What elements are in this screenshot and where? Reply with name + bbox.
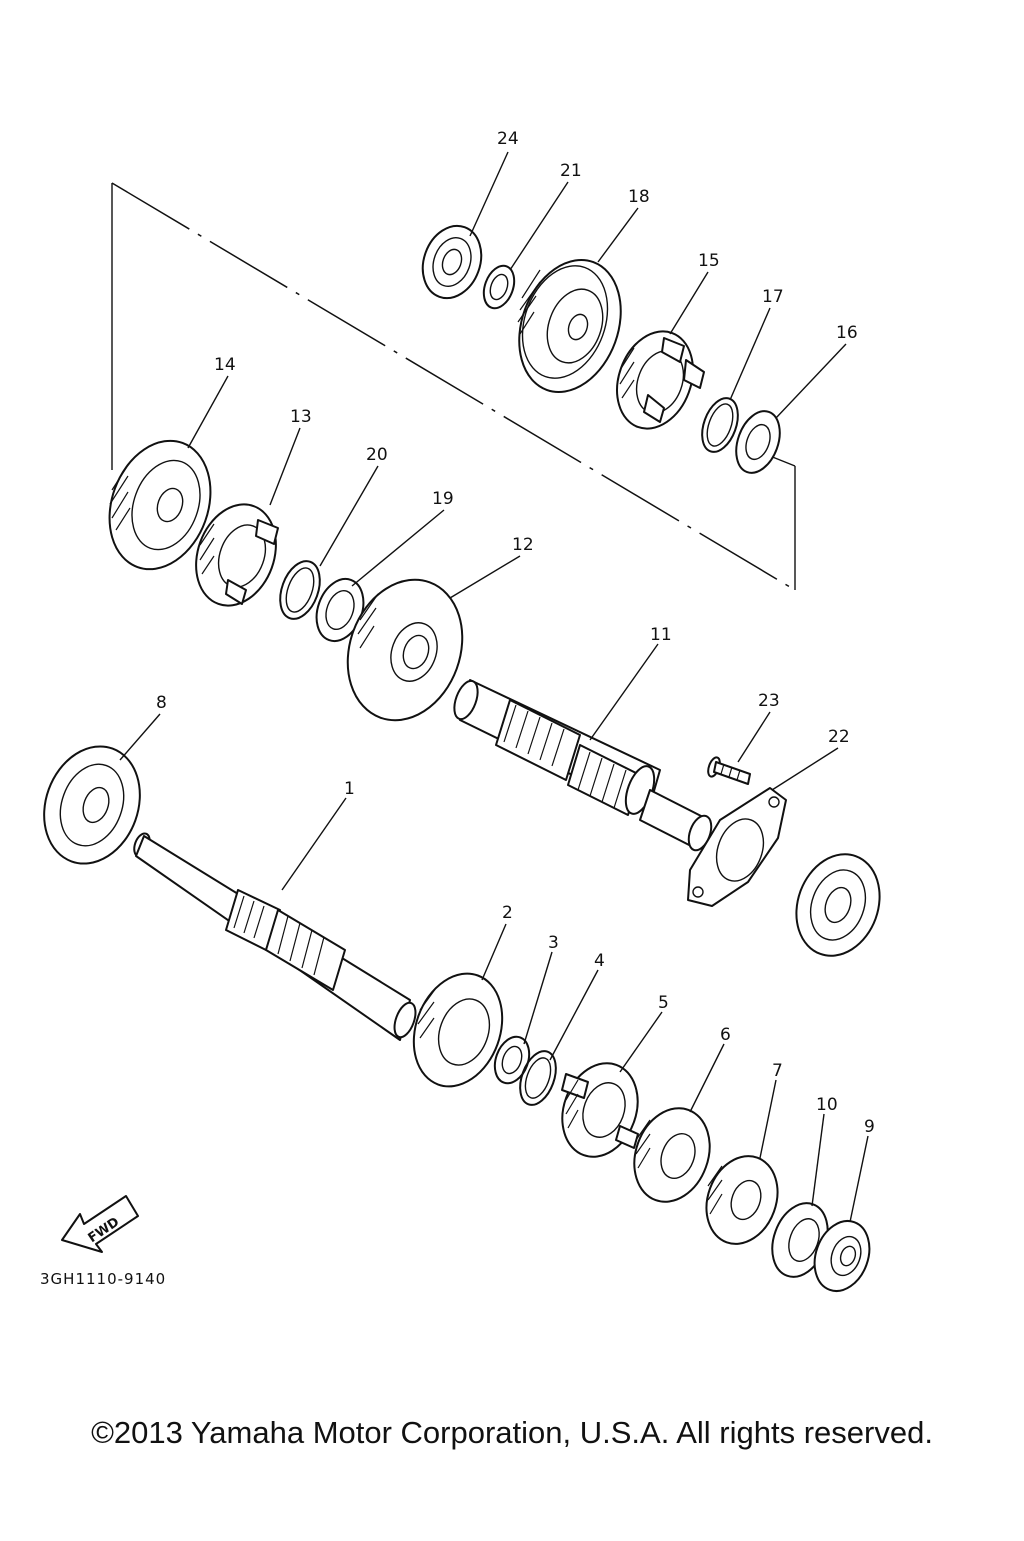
part-5-gear[interactable] (550, 1053, 650, 1168)
part-18-gear[interactable] (502, 246, 639, 407)
label-part-15: 15 (698, 251, 720, 271)
part-12-gear[interactable] (329, 564, 482, 737)
part-3-washer[interactable] (489, 1032, 535, 1088)
part-17-circlip[interactable] (695, 393, 744, 457)
part-2-gear[interactable] (399, 961, 518, 1099)
part-23-screw[interactable] (706, 756, 751, 785)
part-22-plate[interactable] (687, 787, 787, 907)
label-part-22: 22 (828, 727, 850, 747)
label-part-5: 5 (658, 993, 669, 1013)
label-part-6: 6 (720, 1025, 731, 1045)
label-part-19: 19 (432, 489, 454, 509)
part-20-circlip[interactable] (273, 556, 327, 625)
part-21-washer[interactable] (478, 262, 519, 313)
part-6-gear[interactable] (622, 1098, 722, 1213)
label-part-4: 4 (594, 951, 605, 971)
group-outline (111, 182, 796, 591)
label-part-16: 16 (836, 323, 858, 343)
label-part-8: 8 (156, 693, 167, 713)
bearing-shaft-end (795, 853, 881, 957)
part-7-gear[interactable] (695, 1146, 790, 1254)
label-part-21: 21 (560, 161, 582, 181)
part-15-gear[interactable] (604, 321, 706, 440)
part-14-gear[interactable] (92, 427, 227, 584)
label-part-12: 12 (512, 535, 534, 555)
part-24-bearing[interactable] (413, 218, 491, 307)
part-1-main-shaft[interactable] (131, 831, 419, 1041)
part-4-circlip[interactable] (513, 1046, 562, 1110)
label-part-7: 7 (772, 1061, 783, 1081)
leader-lines (119, 151, 869, 1223)
copyright-notice: ©2013 Yamaha Motor Corporation, U.S.A. A… (91, 1415, 933, 1450)
label-part-2: 2 (502, 903, 513, 923)
label-part-1: 1 (344, 779, 355, 799)
part-labels: 24 21 18 15 17 16 14 13 20 19 12 11 23 2… (156, 129, 875, 1137)
label-part-23: 23 (758, 691, 780, 711)
part-16-washer[interactable] (728, 405, 787, 479)
label-part-3: 3 (548, 933, 559, 953)
drawing-code: 3GH1110-9140 (40, 1270, 167, 1288)
label-part-18: 18 (628, 187, 650, 207)
label-part-24: 24 (497, 129, 519, 149)
label-part-10: 10 (816, 1095, 838, 1115)
part-11-shaft[interactable] (450, 678, 716, 854)
label-part-9: 9 (864, 1117, 875, 1137)
label-part-14: 14 (214, 355, 236, 375)
part-8-bearing[interactable] (28, 733, 155, 877)
part-9-seal[interactable] (805, 1213, 878, 1298)
label-part-13: 13 (290, 407, 312, 427)
label-part-17: 17 (762, 287, 784, 307)
label-part-20: 20 (366, 445, 388, 465)
part-13-gear[interactable] (183, 493, 290, 617)
fwd-arrow-icon: FWD (61, 1195, 139, 1253)
label-part-11: 11 (650, 625, 672, 645)
